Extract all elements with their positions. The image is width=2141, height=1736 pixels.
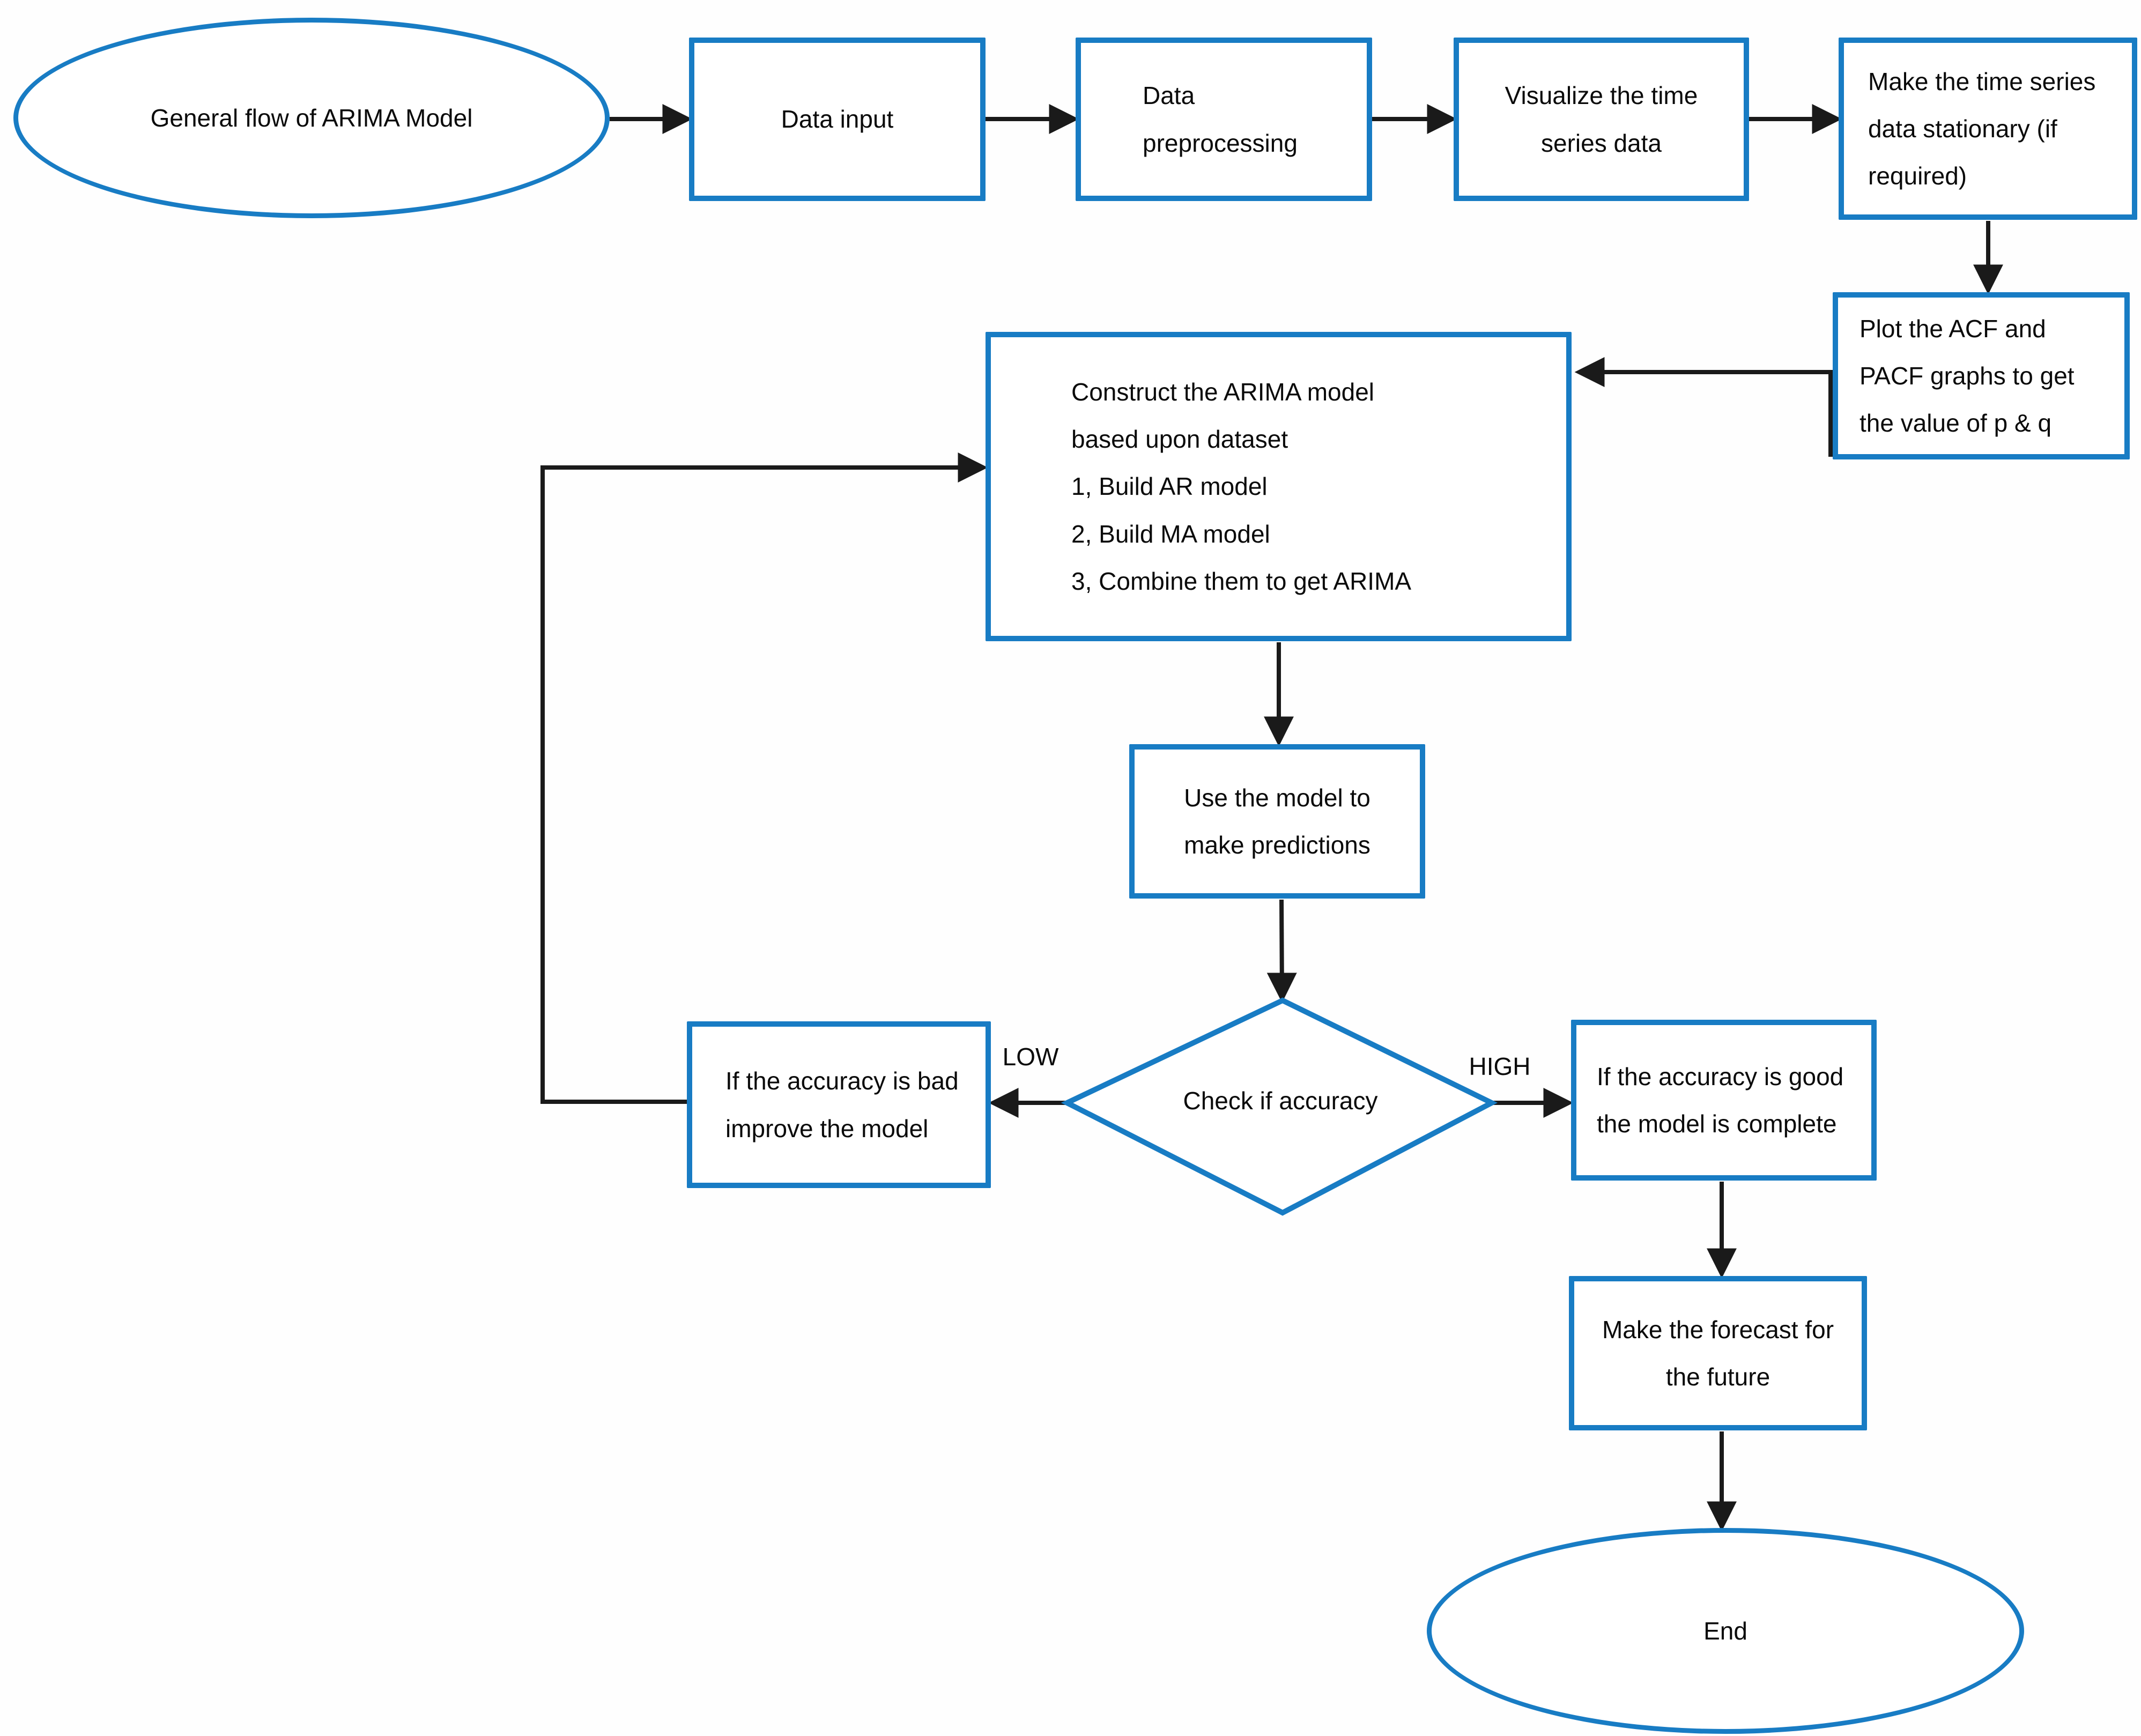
node-end-label: End	[1703, 1616, 1747, 1645]
node-stationary-label: Make the time series data stationary (if…	[1868, 67, 2096, 190]
node-stationary: Make the time series data stationary (if…	[1839, 38, 2137, 220]
node-improve: If the accuracy is bad improve the model	[687, 1021, 991, 1188]
node-improve-label: If the accuracy is bad improve the model	[725, 1067, 959, 1143]
node-forecast: Make the forecast for the future	[1569, 1276, 1867, 1430]
node-end: End	[1427, 1528, 2024, 1734]
node-construct: Construct the ARIMA model based upon dat…	[986, 332, 1572, 641]
node-decision-label: Check if accuracy	[1183, 1087, 1378, 1115]
node-complete-label: If the accuracy is good the model is com…	[1597, 1062, 1844, 1138]
node-acf-pacf-label: Plot the ACF and PACF graphs to get the …	[1860, 314, 2075, 437]
node-start: General flow of ARIMA Model	[13, 18, 610, 218]
node-preprocessing-label: Data preprocessing	[1143, 81, 1298, 157]
node-data-input-label: Data input	[781, 105, 894, 133]
edge-label-low: LOW	[1002, 1043, 1059, 1071]
node-data-input: Data input	[689, 38, 986, 201]
edge-acf-to-construct	[1574, 357, 1833, 457]
node-preprocessing: Data preprocessing	[1076, 38, 1372, 201]
edge-improve-loop-to-construct	[540, 452, 988, 1104]
node-forecast-label: Make the forecast for the future	[1602, 1315, 1834, 1391]
edge-label-high: HIGH	[1469, 1052, 1531, 1080]
node-complete: If the accuracy is good the model is com…	[1571, 1020, 1877, 1181]
node-predict-label: Use the model to make predictions	[1184, 783, 1370, 859]
node-visualize: Visualize the time series data	[1454, 38, 1749, 201]
node-acf-pacf: Plot the ACF and PACF graphs to get the …	[1833, 292, 2130, 459]
node-visualize-label: Visualize the time series data	[1505, 81, 1698, 157]
node-construct-label: Construct the ARIMA model based upon dat…	[1071, 377, 1412, 595]
node-start-label: General flow of ARIMA Model	[150, 103, 473, 132]
edge-predict-to-decision	[1266, 899, 1297, 1003]
node-decision-diamond	[1061, 997, 1498, 1216]
node-predict: Use the model to make predictions	[1129, 744, 1425, 899]
